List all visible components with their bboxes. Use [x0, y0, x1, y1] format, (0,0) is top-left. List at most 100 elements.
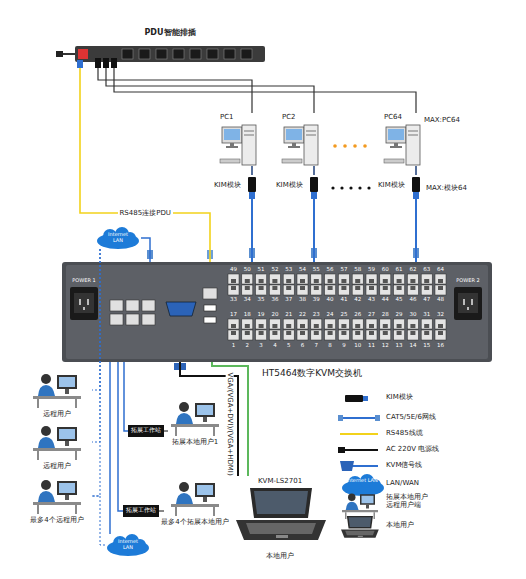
port-number: 50	[241, 266, 254, 272]
cable-connector	[415, 199, 417, 262]
port-number: 40	[324, 296, 337, 302]
node-text: KIM模块	[276, 181, 309, 189]
port-number: 54	[296, 266, 309, 272]
port-number: 9	[337, 342, 350, 348]
cable-connector	[141, 238, 150, 262]
cable-connector	[313, 166, 315, 175]
legend-text: 本地用户	[386, 521, 414, 529]
port-number: 39	[310, 296, 323, 302]
port-number: 61	[393, 266, 406, 272]
annotation: POWER 1	[66, 278, 102, 284]
port-number: 25	[337, 311, 350, 317]
extension-user: 最多4个拓展本地用户	[164, 480, 226, 530]
port-number: 55	[310, 266, 323, 272]
node-text: KIM模块	[378, 181, 411, 189]
port-number: 36	[268, 296, 281, 302]
node-text: KVM-LS2701	[258, 477, 318, 485]
port-number: 34	[241, 296, 254, 302]
port-number: 22	[296, 311, 309, 317]
port-number: 30	[406, 311, 419, 317]
port-number: 48	[434, 296, 447, 302]
kim-module: KIM模块	[214, 175, 258, 199]
cable-connector	[124, 362, 128, 431]
port-number: 60	[379, 266, 392, 272]
node-text: HT5464数字KVM交换机	[262, 368, 402, 378]
port-number: 62	[406, 266, 419, 272]
cable-connector	[109, 362, 111, 534]
port-number: 10	[351, 342, 364, 348]
port-number: 44	[379, 296, 392, 302]
legend-text: AC 220V 电源线	[386, 445, 439, 453]
legend-text: 拓展本地用户 远程用户端	[386, 493, 434, 509]
port-number: 2	[241, 342, 254, 348]
port-number: 14	[406, 342, 419, 348]
node-text: Internet LAN	[113, 539, 143, 551]
legend-text: LAN/WAN	[386, 479, 419, 487]
node-text: KIM模块	[214, 181, 247, 189]
pc-icon: PC1	[220, 113, 256, 166]
legend-text: KVM信号线	[386, 461, 422, 469]
port-number: 13	[393, 342, 406, 348]
port-number: 45	[393, 296, 406, 302]
port-number: 24	[324, 311, 337, 317]
port-number: 53	[282, 266, 295, 272]
port-number: 16	[434, 342, 447, 348]
node-text: Internet LAN	[103, 232, 133, 244]
port-number: 46	[406, 296, 419, 302]
pc-icon: PC64	[384, 113, 420, 166]
port-number: 63	[420, 266, 433, 272]
remote-user: 远程用户	[22, 372, 92, 420]
annotation: MAX:模块64	[426, 184, 467, 192]
node-text: PDU智能排插	[75, 28, 265, 37]
port-number: 58	[351, 266, 364, 272]
port-number: 12	[379, 342, 392, 348]
node-text: 远程用户	[22, 410, 92, 418]
lan-cloud: Internet LAN	[105, 534, 151, 556]
port-number: 28	[379, 311, 392, 317]
pdu-strip: PDU智能排插	[75, 28, 265, 68]
port-number: 23	[310, 311, 323, 317]
port-number: 35	[255, 296, 268, 302]
annotation: POWER 2	[450, 278, 486, 284]
port-number: 51	[255, 266, 268, 272]
node-text: 拓展本地用户1	[168, 438, 222, 446]
remote-user: 最多4个远程用户	[22, 478, 92, 526]
port-number: 20	[268, 311, 281, 317]
port-number: 18	[241, 311, 254, 317]
port-number: 59	[365, 266, 378, 272]
extension-station: 拓展工作站	[128, 425, 164, 437]
port-number: 43	[365, 296, 378, 302]
cable-connector	[98, 68, 252, 113]
cable-connector	[80, 68, 210, 262]
port-number: 1	[227, 342, 240, 348]
cable-connector	[114, 68, 416, 113]
cable-connector	[313, 199, 315, 262]
legend-text: KIM模块	[386, 393, 413, 401]
pc-icon: PC2	[282, 113, 318, 166]
annotation: Internet LAN	[346, 478, 378, 484]
cable-connector	[92, 496, 105, 545]
edge-label: VGA/(VGA+DVI)/(VGA+HDMI)	[225, 370, 233, 477]
extension-station: 拓展工作站	[123, 505, 159, 517]
port-number: 37	[282, 296, 295, 302]
port-number: 8	[324, 342, 337, 348]
port-number: 33	[227, 296, 240, 302]
port-number: 11	[365, 342, 378, 348]
cable-connector	[106, 68, 314, 113]
port-number: 27	[365, 311, 378, 317]
local-console: KVM-LS2701本地用户	[232, 476, 328, 548]
cable-connector	[92, 249, 100, 390]
port-number: 7	[310, 342, 323, 348]
kim-module: KIM模块	[378, 175, 422, 199]
port-number: 41	[337, 296, 350, 302]
node-text: PC64	[384, 113, 420, 121]
node-text: 远程用户	[22, 462, 92, 470]
port-number: 29	[393, 311, 406, 317]
remote-user: 远程用户	[22, 424, 92, 472]
node-text: 本地用户	[232, 552, 328, 560]
node-text: PC1	[220, 113, 256, 121]
port-number: 32	[434, 311, 447, 317]
edge-label: RS485连接PDU	[118, 209, 173, 217]
port-number: 64	[434, 266, 447, 272]
legend-text: RS485线缆	[386, 429, 423, 437]
